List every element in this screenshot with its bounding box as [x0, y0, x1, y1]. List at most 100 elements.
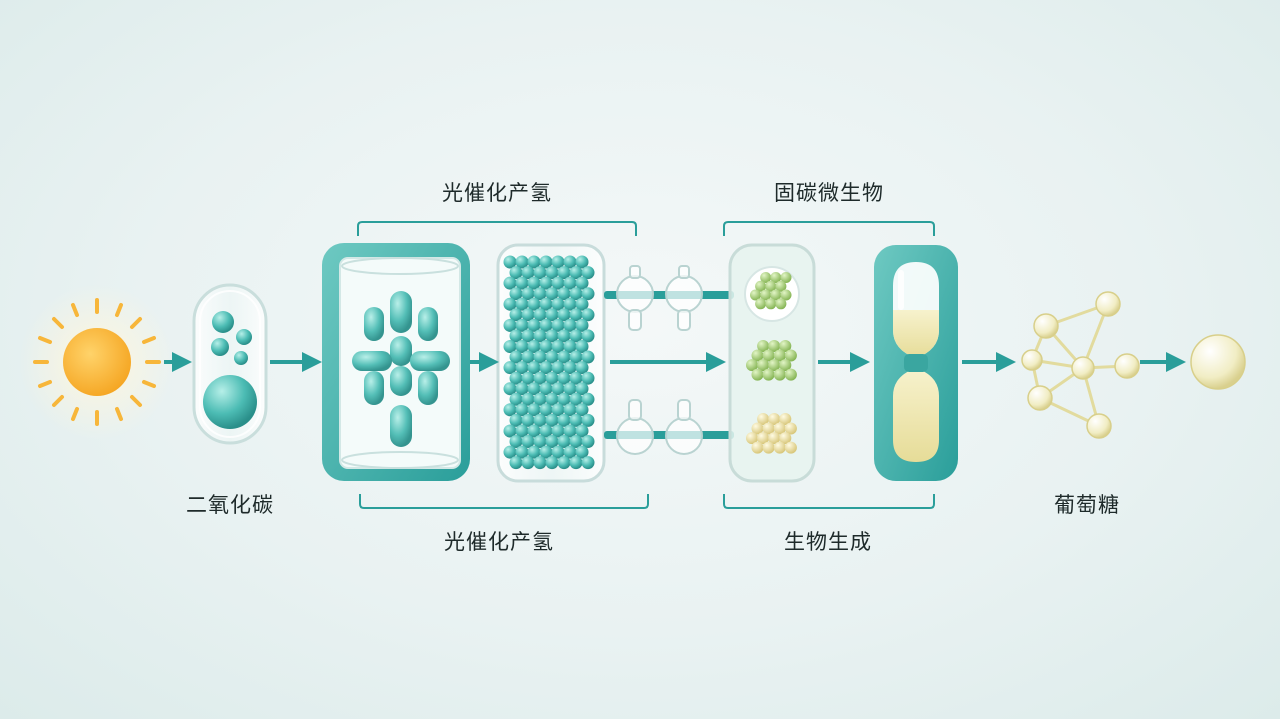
product-bead: [751, 422, 764, 435]
catalyst-bead: [569, 456, 583, 470]
catalyst-bead: [533, 371, 547, 385]
catalyst-bead: [569, 435, 583, 448]
sun-icon: [19, 284, 175, 440]
catalyst-bead: [557, 266, 571, 280]
catalyst-bead: [551, 340, 565, 353]
catalyst-bead: [557, 308, 571, 322]
microbe-bead: [775, 280, 787, 292]
catalyst-bead: [569, 371, 583, 385]
product-bead: [768, 413, 781, 425]
pipes: [604, 265, 734, 455]
catalyst-bead: [533, 413, 547, 427]
catalyst-bead: [533, 392, 547, 406]
catalyst-bead: [551, 297, 565, 311]
catalyst-bead: [581, 329, 595, 343]
catalyst-bead: [575, 361, 589, 375]
microbe-bead: [779, 340, 792, 352]
catalyst-bead: [569, 350, 583, 364]
catalyst-bead: [503, 403, 517, 417]
catalyst-bead: [557, 329, 571, 343]
catalyst-bead: [527, 424, 541, 438]
photocatalysis-reactor-icon: [322, 243, 470, 481]
catalyst-bead: [581, 435, 595, 448]
catalyst-bead: [569, 413, 583, 427]
microbe-bead: [755, 298, 767, 310]
catalyst-bead: [521, 266, 535, 280]
catalyst-bead: [563, 297, 577, 311]
catalyst-bead: [575, 297, 589, 311]
catalyst-bead: [539, 424, 553, 438]
catalyst-bead: [521, 329, 535, 343]
label-glucose: 葡萄糖: [1054, 493, 1120, 517]
microbe-bead: [757, 340, 770, 352]
product-bead: [773, 441, 786, 454]
catalyst-bead: [545, 413, 559, 427]
catalyst-bead: [557, 435, 571, 448]
catalyst-bead: [533, 456, 547, 470]
catalyst-bead: [503, 340, 517, 353]
catalyst-bead: [557, 350, 571, 364]
catalyst-bead: [557, 287, 571, 301]
catalyst-bead: [503, 255, 517, 269]
product-bead: [779, 432, 792, 445]
catalyst-bead: [533, 266, 547, 280]
bracket-bottom-right: [723, 494, 935, 509]
catalyst-bead: [545, 371, 559, 385]
catalyst-bead: [569, 308, 583, 322]
microbe-bead: [746, 359, 758, 372]
catalyst-bead: [503, 361, 517, 375]
microbe-bead: [755, 280, 767, 292]
catalyst-bead: [527, 297, 541, 311]
catalyst-bead: [521, 350, 535, 364]
catalyst-bead: [539, 255, 553, 269]
microbe-bead: [760, 272, 772, 283]
catalyst-bead: [503, 297, 517, 311]
catalyst-bead: [563, 318, 577, 332]
catalyst-bead: [515, 424, 529, 438]
catalyst-bead: [533, 435, 547, 448]
catalyst-bead: [515, 403, 529, 417]
catalyst-bead: [509, 350, 523, 364]
microbe-bead: [780, 289, 792, 301]
catalyst-bead: [539, 403, 553, 417]
catalyst-bead-column-icon: [496, 243, 606, 483]
microbe-bead: [775, 298, 787, 310]
catalyst-bead: [563, 382, 577, 396]
product-bead: [768, 432, 781, 445]
product-bead: [784, 441, 797, 454]
catalyst-bead: [551, 276, 565, 290]
catalyst-bead: [515, 382, 529, 396]
label-co2: 二氧化碳: [186, 493, 274, 517]
catalyst-bead: [545, 456, 559, 470]
catalyst-bead: [509, 413, 523, 427]
label-photo-bottom: 光催化产氢: [444, 530, 554, 554]
catalyst-bead: [569, 392, 583, 406]
catalyst-bead: [581, 371, 595, 385]
catalyst-bead: [509, 392, 523, 406]
catalyst-bead: [527, 318, 541, 332]
product-bead: [773, 422, 786, 435]
product-bead: [757, 413, 770, 425]
catalyst-bead: [545, 350, 559, 364]
catalyst-bead: [515, 445, 529, 459]
catalyst-bead: [521, 456, 535, 470]
catalyst-bead: [581, 413, 595, 427]
microbe-bead: [765, 280, 777, 292]
catalyst-bead: [557, 456, 571, 470]
catalyst-bead: [575, 255, 589, 269]
microbe-bead: [768, 359, 781, 372]
catalyst-bead: [539, 382, 553, 396]
catalyst-bead: [521, 435, 535, 448]
catalyst-bead: [581, 456, 595, 470]
microbe-bead: [750, 289, 761, 301]
catalyst-bead: [527, 255, 541, 269]
hourglass-vessel-icon: [874, 245, 958, 481]
catalyst-bead: [575, 445, 589, 459]
catalyst-bead: [575, 340, 589, 353]
microbe-bead: [780, 272, 792, 283]
catalyst-bead: [509, 287, 523, 301]
catalyst-bead: [521, 413, 535, 427]
microbe-bead: [762, 349, 775, 362]
microbe-bead: [773, 368, 786, 381]
